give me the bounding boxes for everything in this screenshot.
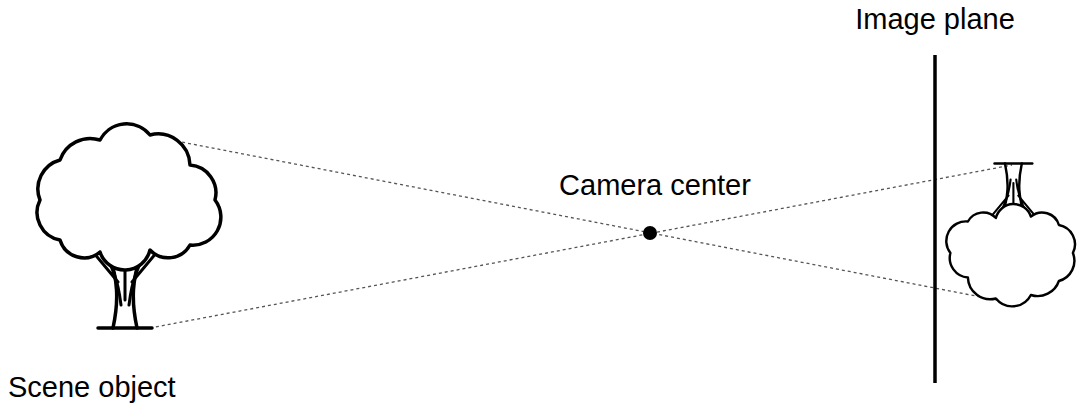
scene-tree xyxy=(37,124,221,328)
camera-center-dot xyxy=(643,226,657,240)
plane-label: Image plane xyxy=(855,3,1015,35)
projection-ray xyxy=(135,133,1012,303)
text-label: Camera center xyxy=(559,168,751,203)
image-plane-line xyxy=(933,55,937,383)
text-label: Scene object xyxy=(8,370,176,405)
projection-ray xyxy=(150,165,1012,328)
projected-tree xyxy=(946,163,1075,306)
object-label: Scene object xyxy=(8,371,176,403)
text-label: Image plane xyxy=(855,2,1015,37)
point-label: Camera center xyxy=(559,169,751,201)
